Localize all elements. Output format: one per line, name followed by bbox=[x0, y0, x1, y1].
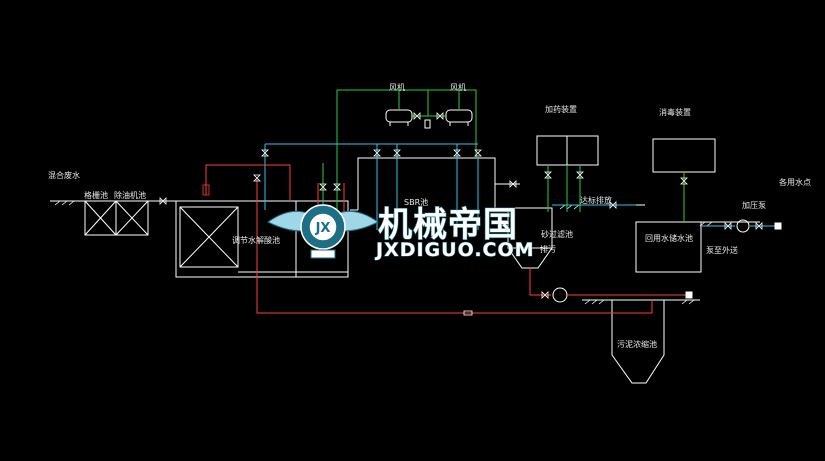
label-reuse-points: 各用水点 bbox=[779, 177, 811, 187]
valve-icon bbox=[576, 171, 584, 179]
pipe-flange bbox=[202, 184, 210, 196]
valve-icon bbox=[680, 177, 688, 185]
label-dosing-device: 加药装置 bbox=[545, 104, 577, 114]
label-pump-out: 泵至外送 bbox=[706, 245, 738, 255]
watermark: JX 机械帝国 JXDIGUO.COM bbox=[267, 204, 535, 262]
valve-icon bbox=[319, 183, 327, 191]
valve-markers bbox=[159, 112, 763, 299]
label-grille-well: 格栅池 bbox=[84, 190, 108, 200]
valve-icon bbox=[436, 112, 444, 120]
sludge-pump-icon bbox=[552, 287, 568, 303]
regulating-tank bbox=[175, 200, 349, 278]
label-regulating-tank: 调节水解酸池 bbox=[232, 235, 280, 245]
valve-icon bbox=[333, 183, 341, 191]
valve-icon bbox=[453, 149, 461, 157]
booster-pump-icon bbox=[736, 219, 750, 233]
label-fan-right: 风机 bbox=[450, 82, 466, 92]
valve-icon bbox=[755, 222, 763, 230]
label-sludge-tank: 污泥浓缩池 bbox=[617, 339, 657, 349]
pretreatment-tanks bbox=[84, 200, 149, 236]
valve-icon bbox=[541, 291, 549, 299]
valve-icon bbox=[544, 171, 552, 179]
label-filter-tank: 砂过滤池 bbox=[541, 229, 573, 239]
label-mixed-wastewater: 混合废水 bbox=[48, 170, 80, 180]
air-pipes bbox=[322, 89, 685, 222]
valve-icon bbox=[413, 112, 421, 120]
valve-icon bbox=[261, 149, 269, 157]
label-drain: 排污 bbox=[540, 244, 556, 254]
pipe-flange bbox=[463, 310, 473, 316]
label-reuse-tank: 回用水储水池 bbox=[645, 233, 693, 243]
valve-icon bbox=[474, 149, 482, 157]
diagram-labels: 混合废水 格栅池 除油机池 调节水解酸池 风机 风机 SBR池 砂过滤池 排污 … bbox=[48, 82, 811, 349]
watermark-logo: JX bbox=[267, 204, 379, 259]
valve-icon bbox=[373, 149, 381, 157]
watermark-logo-text: JX bbox=[315, 221, 331, 236]
sludge-tank bbox=[611, 300, 665, 384]
label-discharge: 达标排放 bbox=[580, 195, 612, 205]
label-booster-pump: 加压泵 bbox=[742, 200, 766, 210]
valve-icon bbox=[509, 180, 517, 188]
valve-icon bbox=[393, 149, 401, 157]
label-disinfection-device: 消毒装置 bbox=[659, 107, 691, 117]
label-sbr-tank: SBR池 bbox=[404, 197, 428, 207]
pumps bbox=[552, 219, 782, 303]
water-pipes bbox=[264, 143, 775, 230]
valve-icon bbox=[609, 201, 617, 209]
label-grease-tank: 除油机池 bbox=[114, 190, 146, 200]
valve-icon bbox=[253, 174, 261, 182]
watermark-cn-text: 机械帝国 bbox=[378, 205, 518, 245]
watermark-en-text: JXDIGUO.COM bbox=[374, 239, 535, 261]
reuse-tank bbox=[635, 221, 702, 273]
valve-icon bbox=[724, 222, 732, 230]
label-fan-left: 风机 bbox=[389, 82, 405, 92]
valve-icon bbox=[159, 197, 167, 205]
